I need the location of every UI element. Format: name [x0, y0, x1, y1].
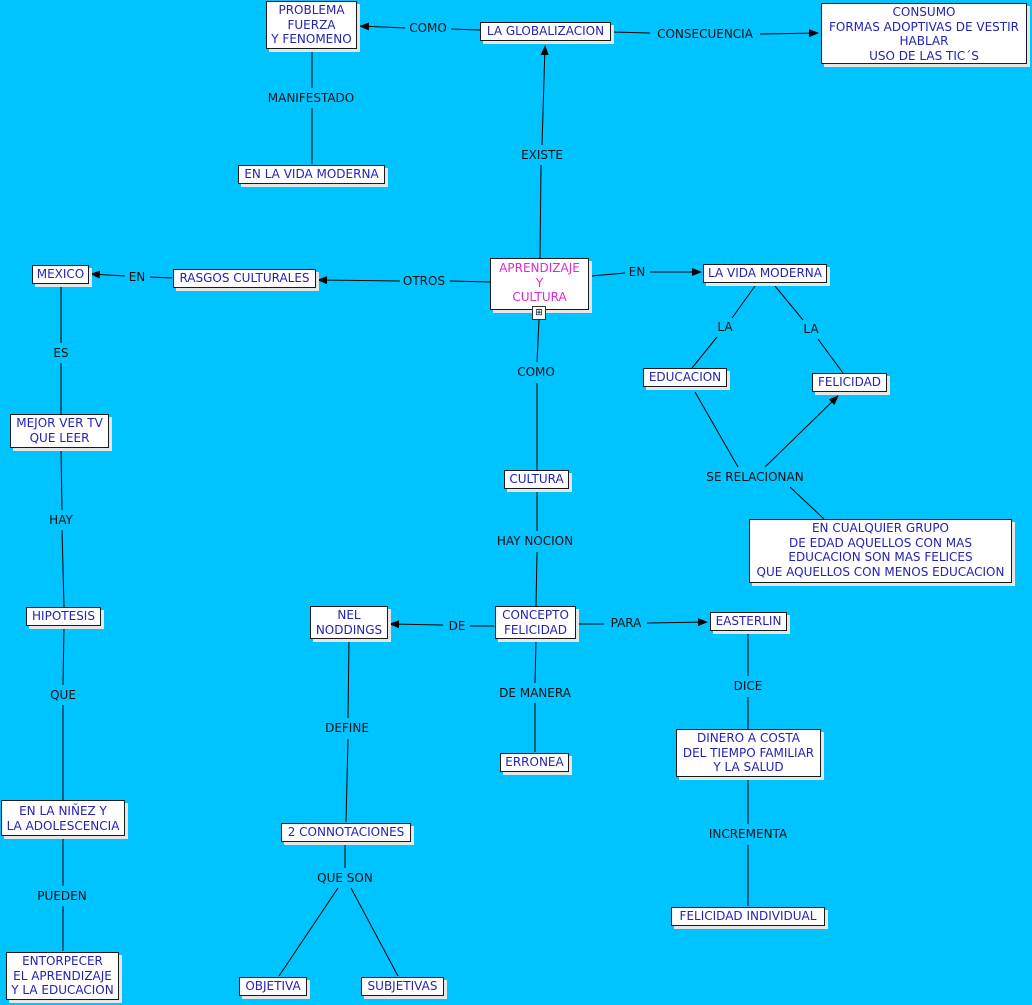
node-globalizacion[interactable]: LA GLOBALIZACION — [480, 22, 611, 41]
link-label-dice: DICE — [730, 679, 766, 693]
link-label-manifestado: MANIFESTADO — [264, 91, 358, 105]
link-label-de-manera: DE MANERA — [496, 686, 574, 700]
link-label-es: ES — [50, 346, 72, 360]
link-label-hay-nocion: HAY NOCION — [493, 534, 577, 548]
link-label-existe: EXISTE — [518, 148, 566, 162]
link-label-de: DE — [445, 619, 469, 633]
link-label-hay: HAY — [46, 513, 76, 527]
link-label-que: QUE — [47, 688, 79, 702]
node-dinero[interactable]: DINERO A COSTA DEL TIEMPO FAMILIAR Y LA … — [676, 729, 821, 777]
link-label-se-relacionan: SE RELACIONAN — [703, 470, 807, 484]
link-label-en-left: EN — [125, 270, 149, 284]
link-label-como-top: COMO — [406, 21, 450, 35]
link-label-para: PARA — [607, 616, 645, 630]
expand-submap-icon[interactable]: ⊞ — [532, 306, 546, 320]
node-cultura[interactable]: CULTURA — [504, 470, 569, 489]
node-ninez[interactable]: EN LA NIÑEZ Y LA ADOLESCENCIA — [1, 800, 125, 836]
node-aprendizaje-cultura[interactable]: APRENDIZAJE Y CULTURA — [490, 258, 589, 310]
node-vida-moderna-top[interactable]: EN LA VIDA MODERNA — [238, 165, 385, 184]
node-educacion[interactable]: EDUCACION — [643, 368, 727, 387]
link-label-consecuencia: CONSECUENCIA — [654, 27, 756, 41]
link-label-la-2: LA — [800, 322, 822, 336]
node-hipotesis[interactable]: HIPOTESIS — [26, 607, 101, 626]
node-grupo-de-edad[interactable]: EN CUALQUIER GRUPO DE EDAD AQUELLOS CON … — [749, 519, 1012, 583]
node-subjetivas[interactable]: SUBJETIVAS — [361, 977, 444, 996]
link-label-define: DEFINE — [322, 721, 372, 735]
link-label-la-1: LA — [714, 320, 736, 334]
node-easterlin[interactable]: EASTERLIN — [710, 612, 787, 631]
node-erronea[interactable]: ERRONEA — [500, 753, 569, 772]
node-la-vida-moderna[interactable]: LA VIDA MODERNA — [703, 264, 827, 283]
node-felicidad[interactable]: FELICIDAD — [812, 373, 887, 392]
node-mejor-ver-tv[interactable]: MEJOR VER TV QUE LEER — [10, 414, 109, 448]
link-label-en-right: EN — [625, 265, 649, 279]
node-concepto-felicidad[interactable]: CONCEPTO FELICIDAD — [495, 606, 576, 639]
node-consumo[interactable]: CONSUMO FORMAS ADOPTIVAS DE VESTIR HABLA… — [821, 3, 1027, 64]
node-objetiva[interactable]: OBJETIVA — [239, 977, 307, 996]
node-entorpecer[interactable]: ENTORPECER EL APRENDIZAJE Y LA EDUCACION — [6, 952, 119, 1000]
link-label-otros: OTROS — [399, 274, 449, 288]
link-label-incrementa: INCREMENTA — [705, 827, 791, 841]
node-mexico[interactable]: MEXICO — [32, 265, 89, 284]
node-rasgos-culturales[interactable]: RASGOS CULTURALES — [173, 269, 316, 288]
link-label-que-son: QUE SON — [314, 871, 376, 885]
node-nel-noddings[interactable]: NEL NODDINGS — [310, 606, 388, 639]
link-label-como-mid: COMO — [514, 365, 558, 379]
link-label-pueden: PUEDEN — [34, 889, 90, 903]
node-felicidad-individual[interactable]: FELICIDAD INDIVIDUAL — [671, 907, 825, 926]
node-problema[interactable]: PROBLEMA FUERZA Y FENOMENO — [266, 1, 357, 49]
node-2-connotaciones[interactable]: 2 CONNOTACIONES — [281, 823, 411, 842]
